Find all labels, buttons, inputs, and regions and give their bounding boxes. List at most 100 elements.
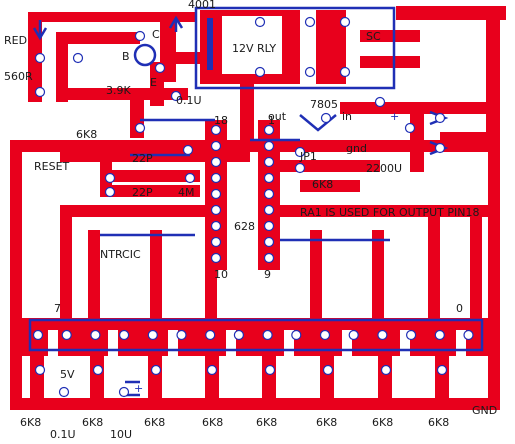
trace-reset: [100, 145, 112, 190]
jumper-label: JP1: [299, 150, 317, 163]
bottom-r3-label: 6K8: [144, 416, 165, 429]
reg-label: 7805: [310, 98, 338, 111]
pad: [104, 172, 116, 184]
diode-label: 4001: [188, 0, 216, 11]
bus-drop6: [372, 230, 384, 335]
pin-drop-c: [148, 356, 162, 398]
pad: [210, 236, 222, 248]
gnd-mid-label: gnd: [346, 142, 367, 155]
reg-in-label: in: [342, 110, 352, 123]
trace-jp: [270, 160, 380, 172]
pad: [92, 364, 104, 376]
pad-layer: [32, 16, 474, 398]
pad: [291, 329, 302, 341]
pin10-label: 10: [214, 268, 228, 281]
xtal-label: 4M: [178, 186, 195, 199]
pad: [263, 204, 275, 216]
r6k8-mid-label: 6K8: [312, 178, 333, 191]
pad: [406, 329, 417, 341]
pin-drop-b: [90, 356, 104, 398]
pin-drop-d: [205, 356, 219, 398]
cap-top-label: 0.1U: [176, 94, 202, 107]
trace-led2: [56, 32, 68, 102]
c22p-b-label: 22P: [132, 186, 153, 199]
trace-right-vert: [486, 6, 500, 146]
pad: [263, 156, 275, 168]
bottom-r4-label: 6K8: [202, 416, 223, 429]
pad: [263, 236, 275, 248]
pad: [436, 364, 448, 376]
trace-top-rail: [28, 12, 196, 22]
pad: [104, 186, 116, 198]
v5-label: 5V: [60, 368, 75, 381]
gap-layer: [48, 16, 466, 380]
gap: [342, 330, 352, 380]
bus-b: [280, 205, 490, 217]
trace-sc2: [360, 56, 420, 68]
pad: [206, 364, 218, 376]
bus-drop2: [88, 230, 100, 335]
pin-drop-f: [320, 356, 334, 398]
pin1-label: 1: [268, 114, 275, 127]
pad: [210, 172, 222, 184]
pad: [377, 329, 388, 341]
collector-label: C: [152, 28, 160, 41]
trace-gnd-right: [488, 140, 500, 410]
bus-drop8: [470, 215, 482, 335]
pad: [463, 329, 474, 341]
diode-arrow: [168, 15, 184, 29]
pad: [210, 204, 222, 216]
note-label: RA1 IS USED FOR OUTPUT PIN18: [300, 206, 479, 219]
c22p-a-label: 22P: [132, 152, 153, 165]
bit7-label: 7: [54, 302, 61, 315]
pad: [210, 252, 222, 264]
bottom-r1-label: 6K8: [20, 416, 41, 429]
sc-label: SC: [366, 30, 381, 43]
trace-dcin: [440, 132, 490, 144]
pad: [254, 66, 266, 78]
bus-a: [60, 205, 210, 217]
emitter-label: E: [150, 76, 157, 89]
bus-drop7: [428, 215, 440, 335]
pin9-label: 9: [264, 268, 271, 281]
gap: [456, 330, 466, 380]
pad: [34, 364, 46, 376]
pad: [210, 156, 222, 168]
pad: [147, 329, 158, 341]
bottom-c2-label: 10U: [110, 428, 132, 441]
pad: [118, 386, 130, 398]
pad: [304, 16, 316, 28]
pad: [322, 364, 334, 376]
pad: [58, 386, 70, 398]
gap: [108, 330, 118, 380]
trace-right-top: [396, 6, 506, 20]
pad: [134, 122, 146, 134]
base-label: B: [122, 50, 130, 63]
relay-label: 12V RLY: [232, 42, 276, 55]
relay-gap: [222, 16, 282, 74]
reg-out-label: out: [268, 110, 287, 123]
gap: [48, 330, 58, 380]
pad: [34, 86, 46, 98]
r560-label: 560R: [4, 70, 33, 83]
pad: [150, 364, 162, 376]
pad: [263, 140, 275, 152]
trace-22p: [100, 170, 200, 182]
ntrcic-label: NTRCIC: [100, 248, 141, 261]
pad: [304, 66, 316, 78]
pad: [90, 329, 101, 341]
pad: [205, 329, 216, 341]
trace-relay-down: [240, 84, 254, 140]
pad: [210, 188, 222, 200]
gnd-bottom-label: GND: [472, 404, 497, 417]
pad: [184, 172, 196, 184]
pad: [262, 329, 273, 341]
chip-label: 628: [234, 220, 255, 233]
pad: [263, 124, 275, 136]
trace-gnd-bottom: [10, 398, 500, 410]
bus-drop5: [310, 230, 322, 335]
output-connector-outline: [28, 318, 484, 352]
pad: [32, 329, 44, 341]
bit0-label: 0: [456, 302, 463, 315]
pin-drop-h: [435, 356, 449, 398]
